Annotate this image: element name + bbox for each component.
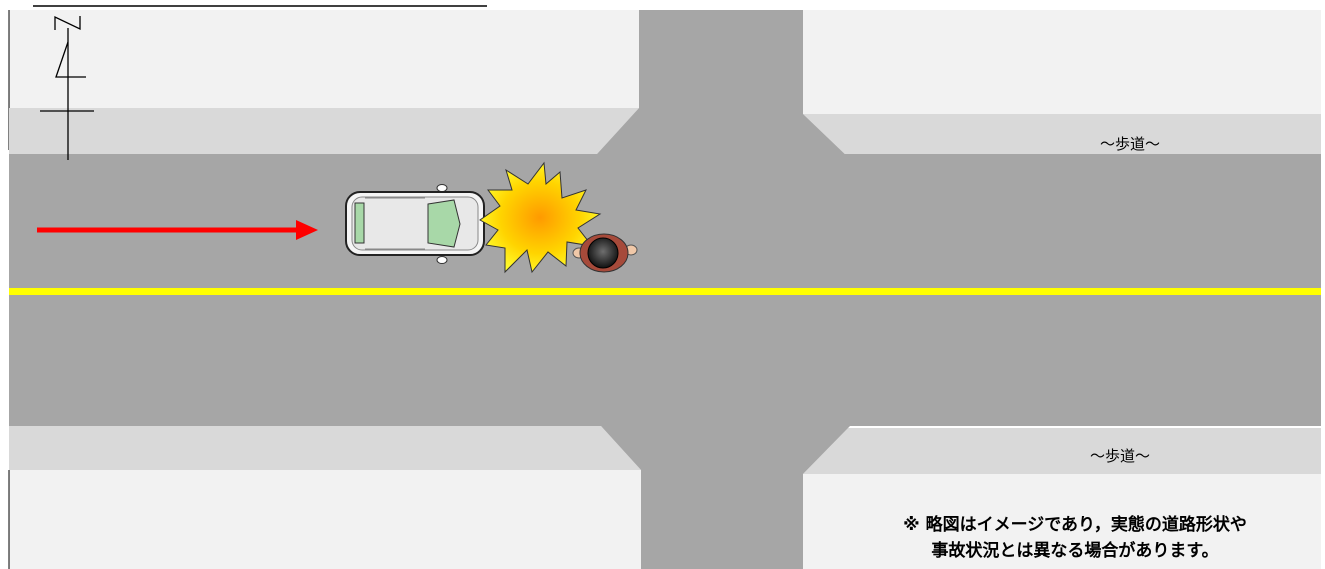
car-icon xyxy=(345,184,485,264)
direction-arrow-icon xyxy=(37,220,318,240)
disclaimer-line-2: 事故状況とは異なる場合があります。 xyxy=(931,541,1219,561)
sidewalk-bottom-left xyxy=(9,426,641,470)
disclaimer-note: ※ 略図はイメージであり，実態の道路形状や 事故状況とは異なる場合があります。 xyxy=(842,512,1308,564)
sidewalk-top-left xyxy=(9,108,639,154)
pedestrian-icon xyxy=(572,233,638,273)
sidewalk-top-label: ～歩道～ xyxy=(1100,135,1161,153)
collision-burst-icon xyxy=(479,161,602,274)
block-top-right xyxy=(803,10,1321,114)
block-top-left xyxy=(9,10,639,108)
sidewalk-top-right xyxy=(803,114,1321,159)
disclaimer-line-1: ※ 略図はイメージであり，実態の道路形状や xyxy=(903,515,1247,535)
sidewalk-bottom-label: ～歩道～ xyxy=(1090,447,1151,465)
sidewalk-bottom-right xyxy=(803,428,1321,474)
center-line xyxy=(9,288,1321,295)
block-bottom-right xyxy=(803,474,1321,569)
compass-north-icon xyxy=(40,15,94,160)
block-bottom-left xyxy=(9,470,641,569)
